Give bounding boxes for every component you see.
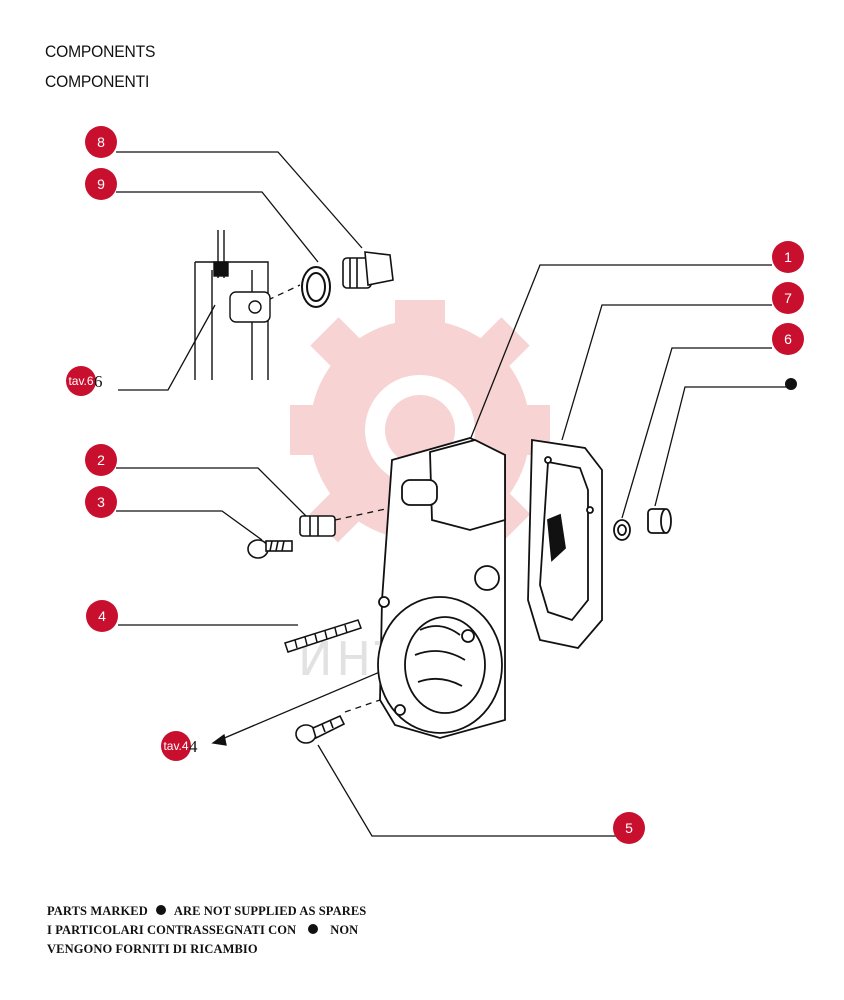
reference-tav6-number: 6 (94, 372, 103, 391)
reference-tav4-number: 4 (189, 737, 198, 756)
footer-note-line2: I PARTICOLARI CONTRASSEGNATI CON NON (47, 923, 358, 938)
bracket-frame (194, 230, 271, 380)
title-english: COMPONENTS (45, 42, 156, 61)
reference-tav4[interactable]: tav.4 4 (161, 731, 221, 761)
footer-line1-pre: PARTS MARKED (47, 904, 148, 918)
callout-8[interactable]: 8 (85, 126, 117, 158)
bullet-icon (155, 905, 166, 915)
footer-line2-post: NON (330, 923, 359, 937)
plug-part (342, 251, 394, 289)
stud-part (284, 619, 362, 653)
clip-part (299, 515, 336, 537)
callout-6[interactable]: 6 (772, 323, 804, 355)
bullet-icon (308, 924, 319, 934)
callout-1[interactable]: 1 (772, 241, 804, 273)
reference-tav6[interactable]: tav.6 6 (66, 366, 126, 396)
callout-5[interactable]: 5 (613, 812, 645, 844)
footer-line1-post: ARE NOT SUPPLIED AS SPARES (173, 904, 367, 918)
footer-line2-pre: I PARTICOLARI CONTRASSEGNATI CON (47, 923, 297, 937)
bushing-part (613, 508, 672, 541)
callout-4[interactable]: 4 (86, 600, 118, 632)
not-supplied-bullet-icon (785, 378, 797, 390)
callout-7[interactable]: 7 (772, 282, 804, 314)
pump-housing-part (377, 437, 506, 739)
gasket-part (527, 438, 603, 649)
screw-part (295, 714, 346, 744)
screw-part (247, 539, 293, 559)
callout-3[interactable]: 3 (85, 486, 117, 518)
footer-note-line3: VENGONO FORNITI DI RICAMBIO (47, 942, 258, 956)
callout-9[interactable]: 9 (85, 168, 117, 200)
seal-ring-part (301, 266, 331, 308)
footer-note-line1: PARTS MARKED ARE NOT SUPPLIED AS SPARES (47, 904, 366, 919)
reference-tav4-badge: tav.4 (161, 731, 191, 761)
callout-2[interactable]: 2 (85, 444, 117, 476)
title-italian: COMPONENTI (45, 72, 150, 91)
reference-tav6-badge: tav.6 (66, 366, 96, 396)
